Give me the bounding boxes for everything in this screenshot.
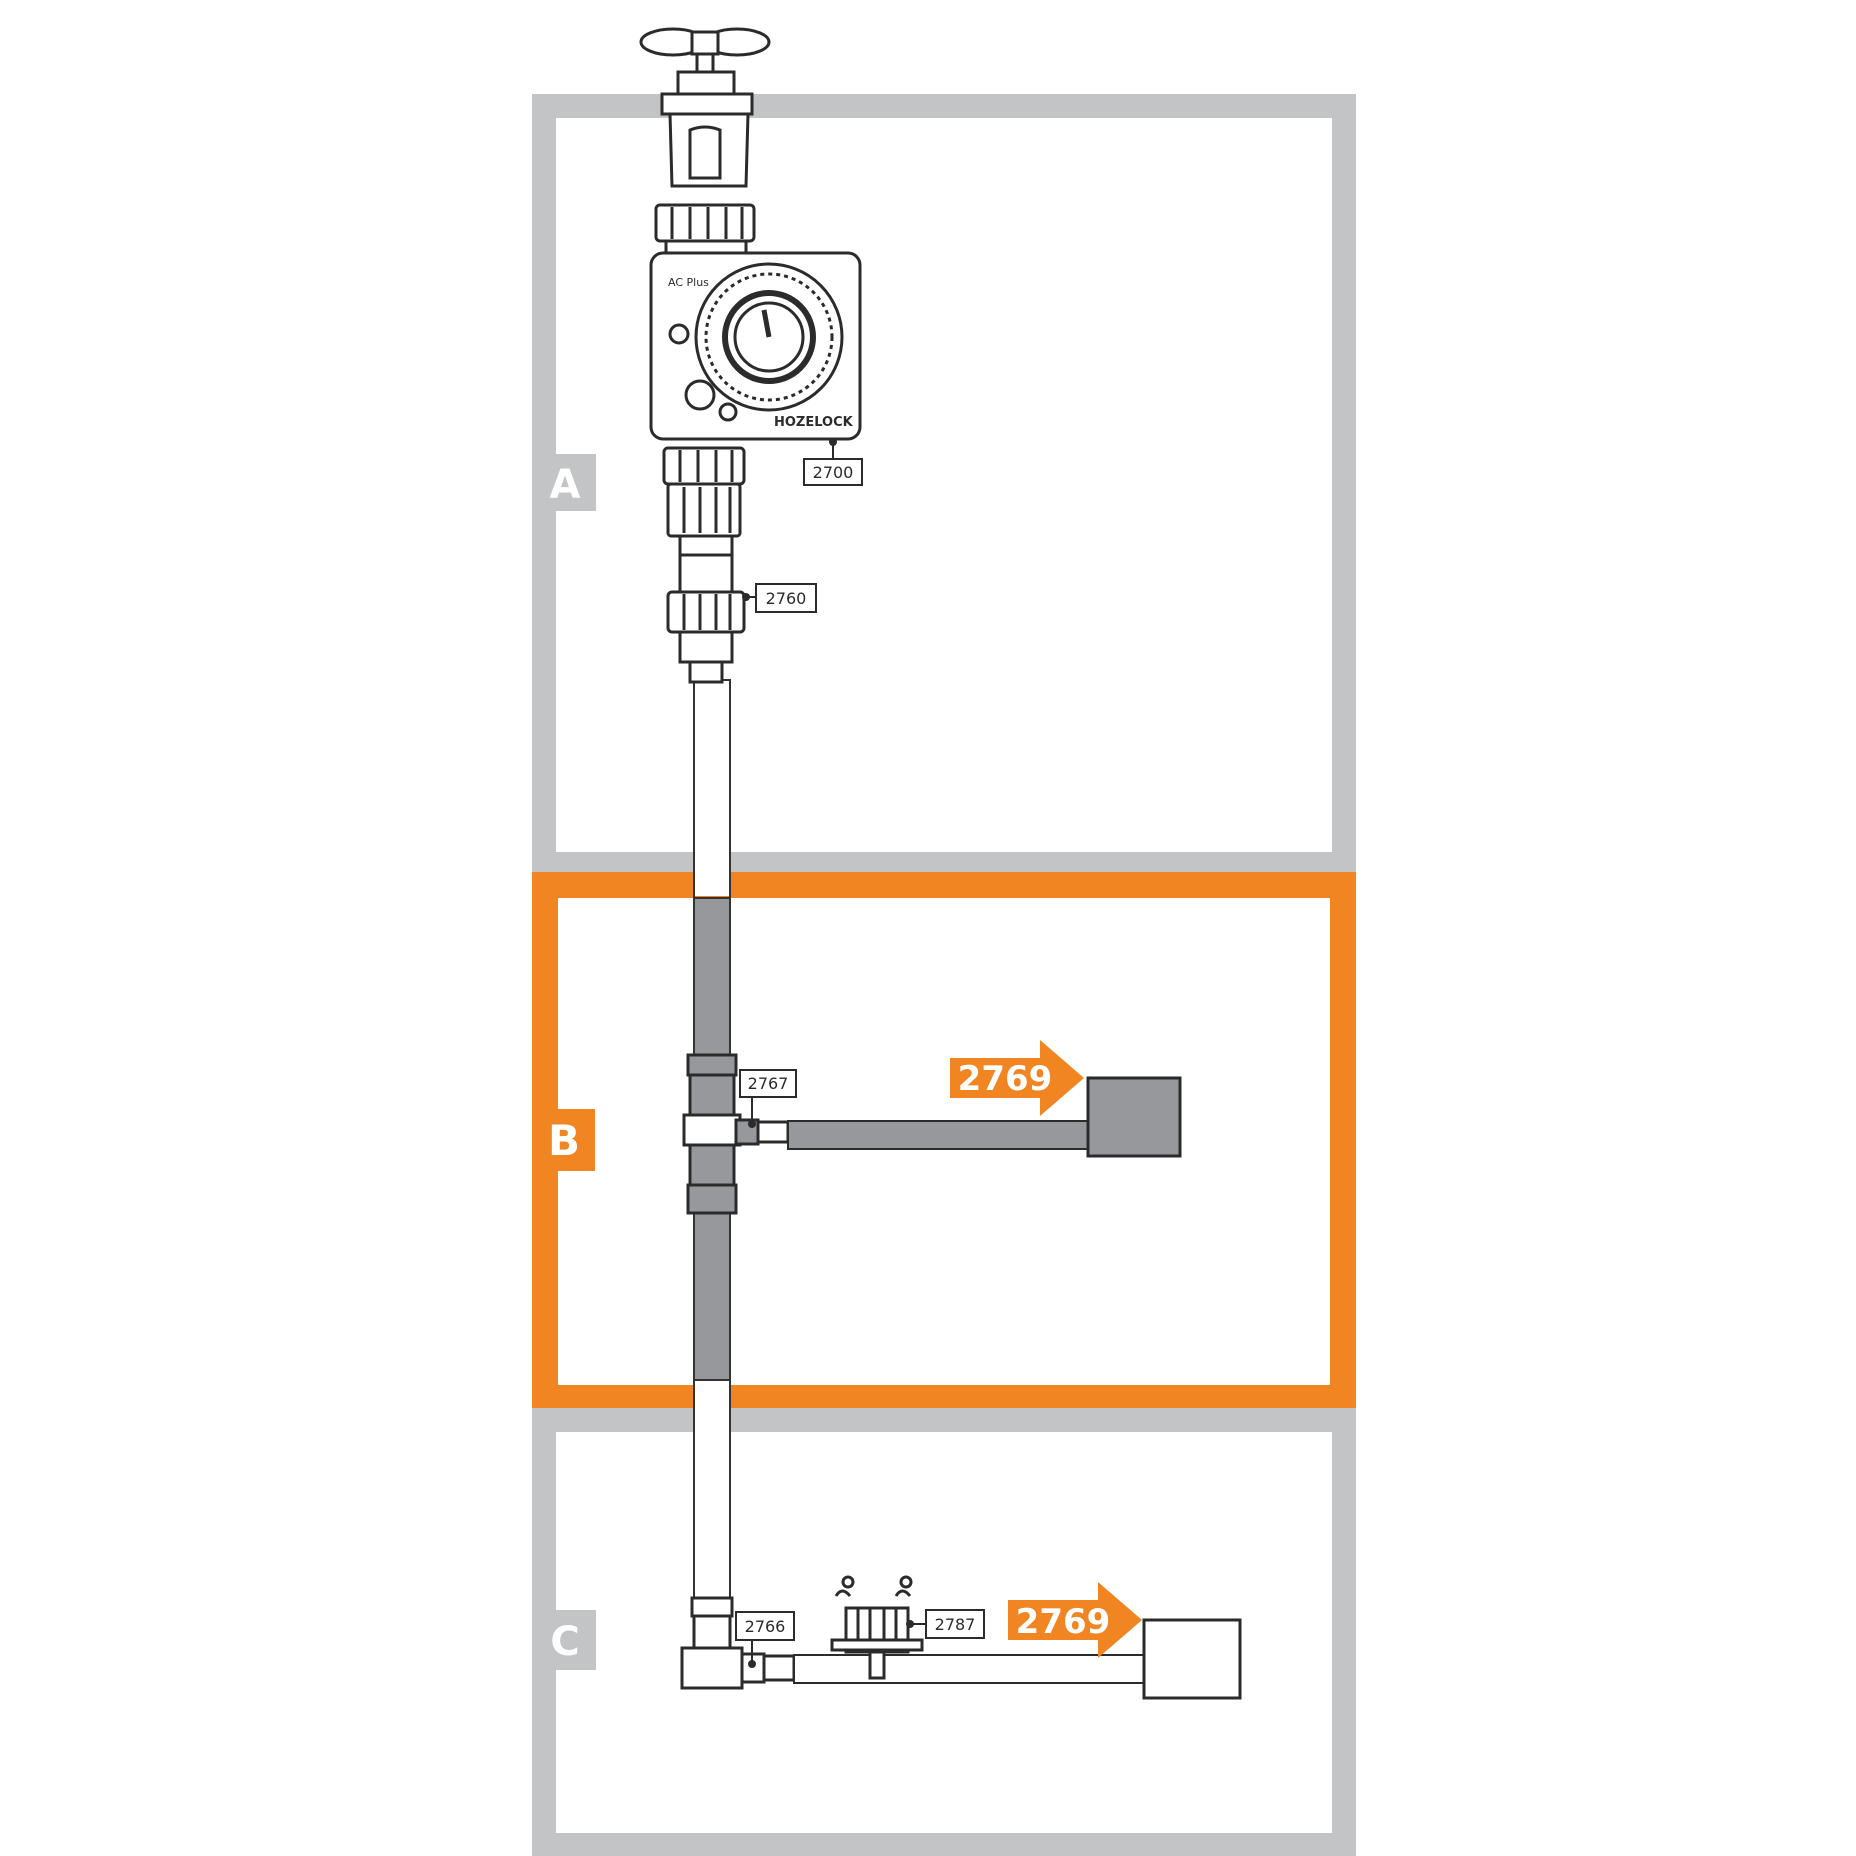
section-b-label: B	[548, 1116, 580, 1165]
part-label-2787: 2787	[906, 1609, 985, 1639]
part-code-2760: 2760	[766, 589, 807, 608]
branch-pipe-b	[787, 1076, 1182, 1158]
end-connector-icon	[680, 1596, 796, 1690]
branch-pipe-c	[793, 1618, 1242, 1700]
section-a-badge[interactable]: A	[534, 454, 596, 511]
section-b-badge[interactable]: B	[533, 1109, 595, 1171]
part-label-2700: 2700	[803, 438, 863, 486]
part-code-2787: 2787	[935, 1615, 976, 1634]
arrow-b-code: 2769	[958, 1059, 1053, 1099]
part-label-2766: 2766	[735, 1611, 795, 1668]
part-code-2766: 2766	[745, 1617, 786, 1636]
section-c-label: C	[550, 1619, 579, 1665]
timer-brand-text: HOZELOCK	[774, 415, 854, 430]
connector-icon	[666, 534, 746, 684]
part-label-2767: 2767	[739, 1069, 797, 1128]
section-a-label: A	[550, 462, 581, 508]
right-arrow-icon[interactable]: 2769	[1008, 1582, 1142, 1658]
tap-icon	[639, 27, 771, 188]
right-arrow-icon[interactable]: 2769	[950, 1040, 1084, 1116]
timer-model-text: AC Plus	[668, 276, 709, 289]
water-timer-icon[interactable]: AC Plus HOZELOCK	[649, 203, 862, 538]
sprayer-icon	[830, 1575, 924, 1680]
arrow-c-code: 2769	[1016, 1602, 1111, 1642]
part-label-2760: 2760	[742, 583, 817, 613]
section-c-badge[interactable]: C	[534, 1610, 596, 1670]
part-code-2767: 2767	[748, 1074, 789, 1093]
part-code-2700: 2700	[813, 463, 854, 482]
tee-connector-icon	[682, 1053, 790, 1215]
